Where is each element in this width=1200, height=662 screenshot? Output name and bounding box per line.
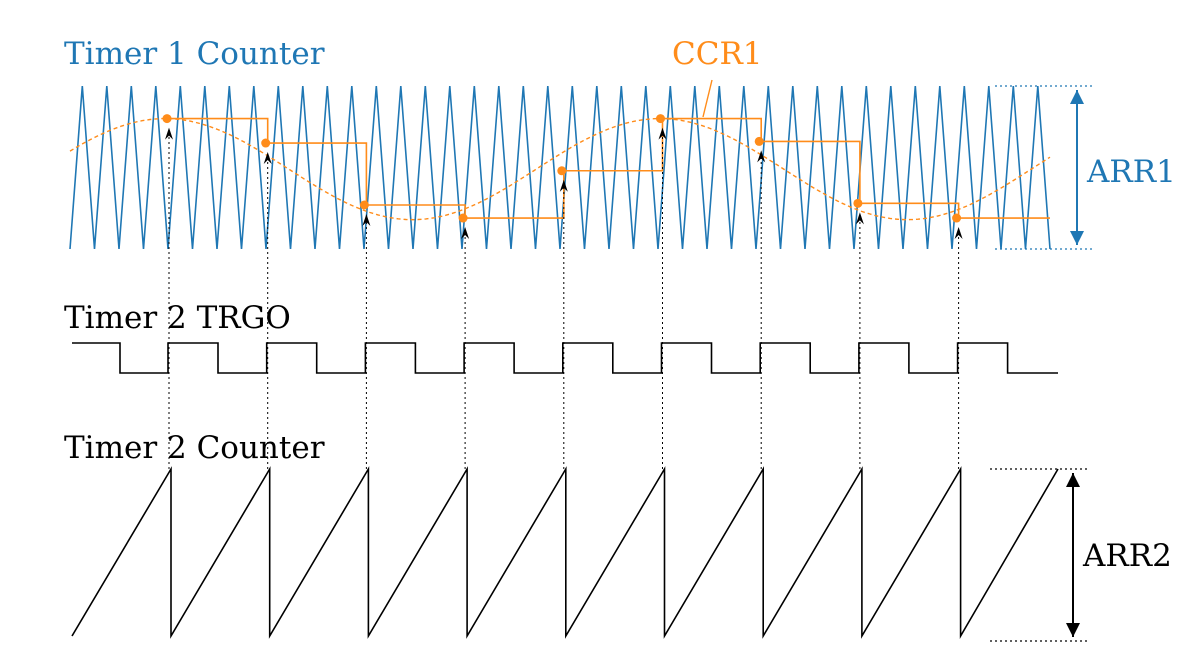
timer2-counter-label: Timer 2 Counter: [64, 430, 325, 466]
arr1-label: ARR1: [1086, 154, 1176, 190]
sample-arrow-icon: [559, 179, 568, 192]
sample-arrow-icon: [658, 127, 667, 140]
ccr1-sample-dot: [458, 213, 468, 223]
timer1-counter-waveform: [69, 85, 1051, 250]
timer2-trgo-label: Timer 2 TRGO: [64, 300, 291, 336]
sample-arrow-icon: [362, 213, 371, 226]
ccr1-sample-dot: [754, 136, 764, 146]
arr2-dimension: [990, 468, 1090, 642]
ccr1-sample-dot: [952, 213, 962, 223]
sample-arrow-icon: [165, 127, 173, 140]
sample-arrow-icon: [757, 150, 766, 163]
ccr1-sample-points: [162, 114, 963, 240]
ccr1-pointer-line: [702, 79, 713, 118]
timer1-counter-label: Timer 1 Counter: [64, 36, 325, 72]
arr1-dimension: [995, 85, 1092, 250]
arr2-label: ARR2: [1082, 538, 1172, 574]
ccr1-sample-dot: [261, 138, 271, 148]
ccr1-label: CCR1: [672, 36, 763, 72]
ccr1-sample-dot: [557, 166, 567, 176]
sample-arrow-icon: [263, 152, 272, 165]
sample-arrow-icon: [461, 227, 470, 240]
ccr1-sample-dot: [359, 200, 369, 210]
ccr1-sample-dot: [853, 198, 863, 208]
sample-arrow-icon: [855, 212, 864, 225]
timer2-counter-waveform: [71, 466, 1059, 639]
timer2-trgo-waveform: [72, 342, 1058, 374]
sample-arrow-icon: [954, 227, 963, 240]
ccr1-sample-dot: [162, 114, 172, 124]
ccr1-sample-dot: [656, 114, 665, 124]
